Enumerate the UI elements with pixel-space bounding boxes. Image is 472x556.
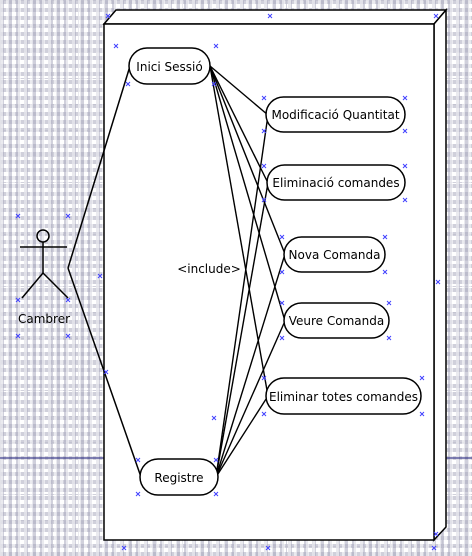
actor-cambrer[interactable]: Cambrer <box>18 229 70 326</box>
use-case-register[interactable]: Registre <box>139 458 219 496</box>
handle-marker <box>15 333 21 339</box>
handle-marker <box>435 279 441 285</box>
use-case-label: Nova Comanda <box>289 248 381 262</box>
handle-marker <box>279 269 285 275</box>
include-label: <include> <box>177 262 241 276</box>
use-case-label: Eliminació comandes <box>272 176 399 190</box>
actor-label: Cambrer <box>18 312 70 326</box>
handle-marker <box>261 128 267 134</box>
handle-marker <box>267 13 273 19</box>
use-case-label: Inici Sessió <box>136 60 202 74</box>
handle-marker <box>135 457 141 463</box>
use-case-view-order[interactable]: Veure Comanda <box>283 302 390 339</box>
handle-marker <box>103 369 109 375</box>
actor-associations <box>67 65 142 478</box>
handle-marker <box>261 411 267 417</box>
handle-marker <box>213 491 219 497</box>
handle-marker <box>402 95 408 101</box>
handle-marker <box>65 213 71 219</box>
handle-marker <box>15 213 21 219</box>
use-case-delete-all-orders[interactable]: Eliminar totes comandes <box>265 377 422 415</box>
handle-marker <box>261 163 267 169</box>
handle-marker <box>97 273 103 279</box>
association-register <box>67 267 142 478</box>
association-login <box>67 65 131 269</box>
handle-marker <box>135 491 141 497</box>
handle-marker <box>402 197 408 203</box>
handle-marker <box>402 163 408 169</box>
handle-marker <box>213 43 219 49</box>
handle-marker <box>279 300 285 306</box>
handle-marker <box>261 95 267 101</box>
use-case-label: Eliminar totes comandes <box>269 390 418 404</box>
handle-marker <box>419 375 425 381</box>
handle-marker <box>15 297 21 303</box>
handle-marker <box>261 197 267 203</box>
selection-handles <box>15 13 441 551</box>
use-case-label: Registre <box>154 471 203 485</box>
use-case-login[interactable]: Inici Sessió <box>128 47 211 85</box>
stick-figure-actor-icon <box>20 229 69 299</box>
handle-marker <box>265 545 271 551</box>
handle-marker <box>279 335 285 341</box>
handle-marker <box>125 81 131 87</box>
handle-marker <box>211 81 217 87</box>
include-lines-register <box>215 114 286 478</box>
include-label-bg <box>178 261 240 277</box>
handle-marker <box>382 269 388 275</box>
handle-marker <box>386 300 392 306</box>
use-case-new-order[interactable]: Nova Comanda <box>283 236 386 273</box>
handle-marker <box>105 13 111 19</box>
handle-marker <box>211 415 217 421</box>
handle-marker <box>431 545 437 551</box>
handle-marker <box>419 411 425 417</box>
handle-marker <box>121 545 127 551</box>
use-case-delete-orders[interactable]: Eliminació comandes <box>266 164 406 201</box>
use-case-label: Veure Comanda <box>289 314 384 328</box>
use-case-modify-quantity[interactable]: Modificació Quantitat <box>265 96 406 133</box>
handle-marker <box>386 335 392 341</box>
handle-marker <box>433 531 439 537</box>
handle-marker <box>65 297 71 303</box>
use-case-label: Modificació Quantitat <box>271 108 399 122</box>
handle-marker <box>213 457 219 463</box>
handle-marker <box>279 234 285 240</box>
handle-marker <box>402 128 408 134</box>
handle-marker <box>261 375 267 381</box>
handle-marker <box>113 43 119 49</box>
handle-marker <box>65 333 71 339</box>
handle-marker <box>382 234 388 240</box>
handle-marker <box>433 13 439 19</box>
